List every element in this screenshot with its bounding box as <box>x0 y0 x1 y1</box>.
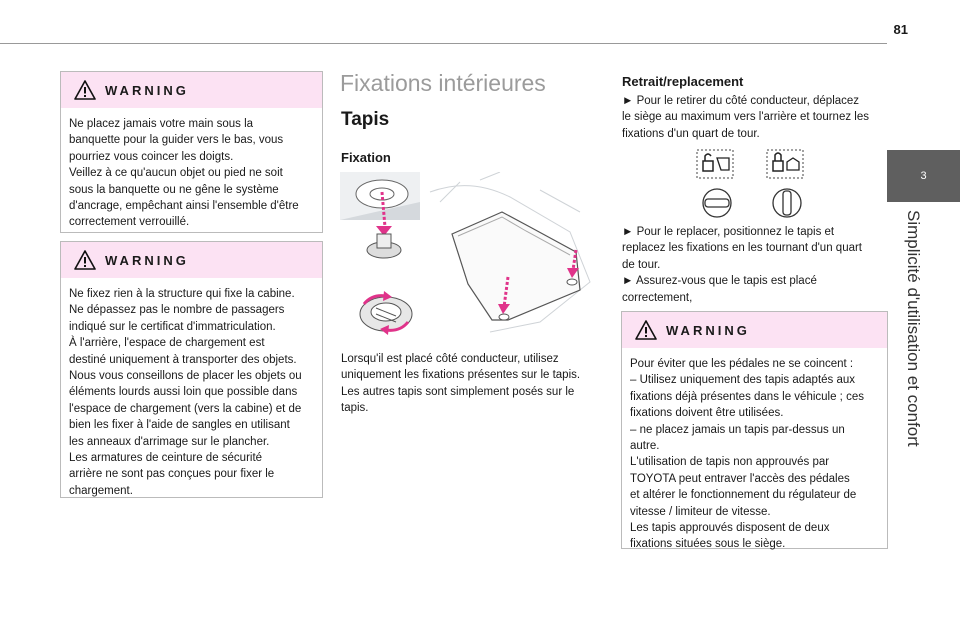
warning-triangle-icon <box>74 250 96 270</box>
retrait-step-1: ► Pour le retirer du côté conducteur, dé… <box>622 95 869 140</box>
warning-box-1: WARNING Ne placez jamais votre main sous… <box>60 71 323 233</box>
warning-triangle-icon <box>635 320 657 340</box>
floor-mat-fixation-illustration <box>340 172 591 335</box>
retrait-heading: Retrait/replacement <box>622 74 744 89</box>
chapter-title: Simplicité d'utilisation et confort <box>904 210 923 447</box>
retrait-step-2: ► Pour le replacer, positionnez le tapis… <box>622 226 863 304</box>
warning-header: WARNING <box>61 242 322 278</box>
fixation-heading: Fixation <box>341 150 391 165</box>
warning-label: WARNING <box>105 252 189 268</box>
lock-unlock-diagram <box>696 149 804 218</box>
warning-box-3: WARNING Pour éviter que les pédales ne s… <box>621 311 888 550</box>
warning-text: Pour éviter que les pédales ne se coince… <box>630 358 864 551</box>
warning-header: WARNING <box>622 312 887 348</box>
subsection-title: Tapis <box>341 109 390 130</box>
warning-triangle-icon <box>74 80 96 100</box>
page-number: 81 <box>893 22 908 37</box>
warning-text: Ne placez jamais votre main sous la banq… <box>69 118 299 229</box>
warning-header: WARNING <box>61 72 322 108</box>
warning-text: Ne fixez rien à la structure qui fixe la… <box>69 288 302 497</box>
section-title: Fixations intérieures <box>340 70 546 96</box>
warning-label: WARNING <box>666 322 750 338</box>
warning-box-2: WARNING Ne fixez rien à la structure qui… <box>60 241 323 498</box>
chapter-tab: 3 <box>887 150 960 202</box>
fixation-paragraph: Lorsqu'il est placé côté conducteur, uti… <box>341 353 581 415</box>
header-divider <box>0 43 887 44</box>
warning-label: WARNING <box>105 82 189 98</box>
